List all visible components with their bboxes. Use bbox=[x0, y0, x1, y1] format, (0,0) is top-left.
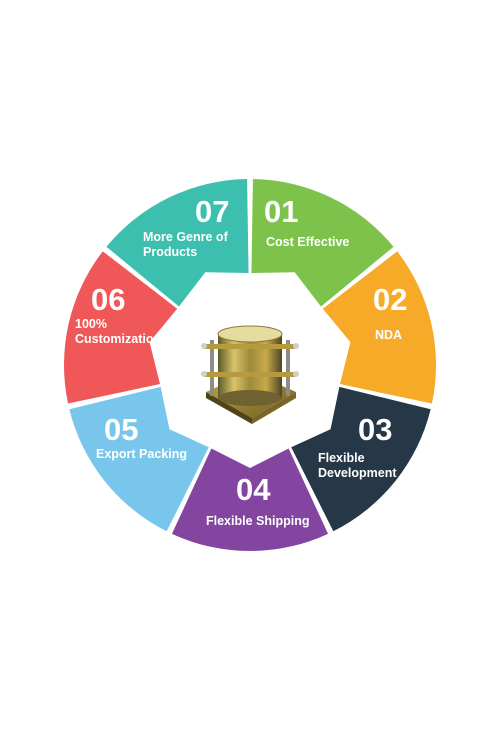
segment-label: Export Packing bbox=[96, 447, 187, 461]
segment-shape bbox=[251, 179, 394, 307]
segment-label: Flexible bbox=[318, 451, 365, 465]
segment-label: More Genre of bbox=[143, 230, 229, 244]
segment-shape bbox=[106, 179, 249, 307]
segment-number: 01 bbox=[264, 194, 298, 229]
segment-label: Customization bbox=[75, 332, 161, 346]
segment-number: 06 bbox=[91, 282, 125, 317]
segment-shape bbox=[69, 386, 209, 532]
segment-label: Development bbox=[318, 466, 397, 480]
segment-number: 07 bbox=[195, 194, 229, 229]
segment-shape bbox=[322, 251, 436, 404]
segment-shape bbox=[291, 386, 431, 532]
segment-label: Products bbox=[143, 245, 197, 259]
segment-number: 03 bbox=[358, 412, 392, 447]
segment-number: 04 bbox=[236, 472, 271, 507]
segment-number: 05 bbox=[104, 412, 138, 447]
segment-number: 02 bbox=[373, 282, 407, 317]
segment-label: 100% bbox=[75, 317, 107, 331]
segment-label: Flexible Shipping bbox=[206, 514, 309, 528]
segment-shape bbox=[64, 251, 178, 404]
segment-label: NDA bbox=[375, 328, 402, 342]
segment-label: Cost Effective bbox=[266, 235, 349, 249]
segment-shape bbox=[171, 448, 329, 551]
center-product-icon bbox=[201, 325, 299, 424]
